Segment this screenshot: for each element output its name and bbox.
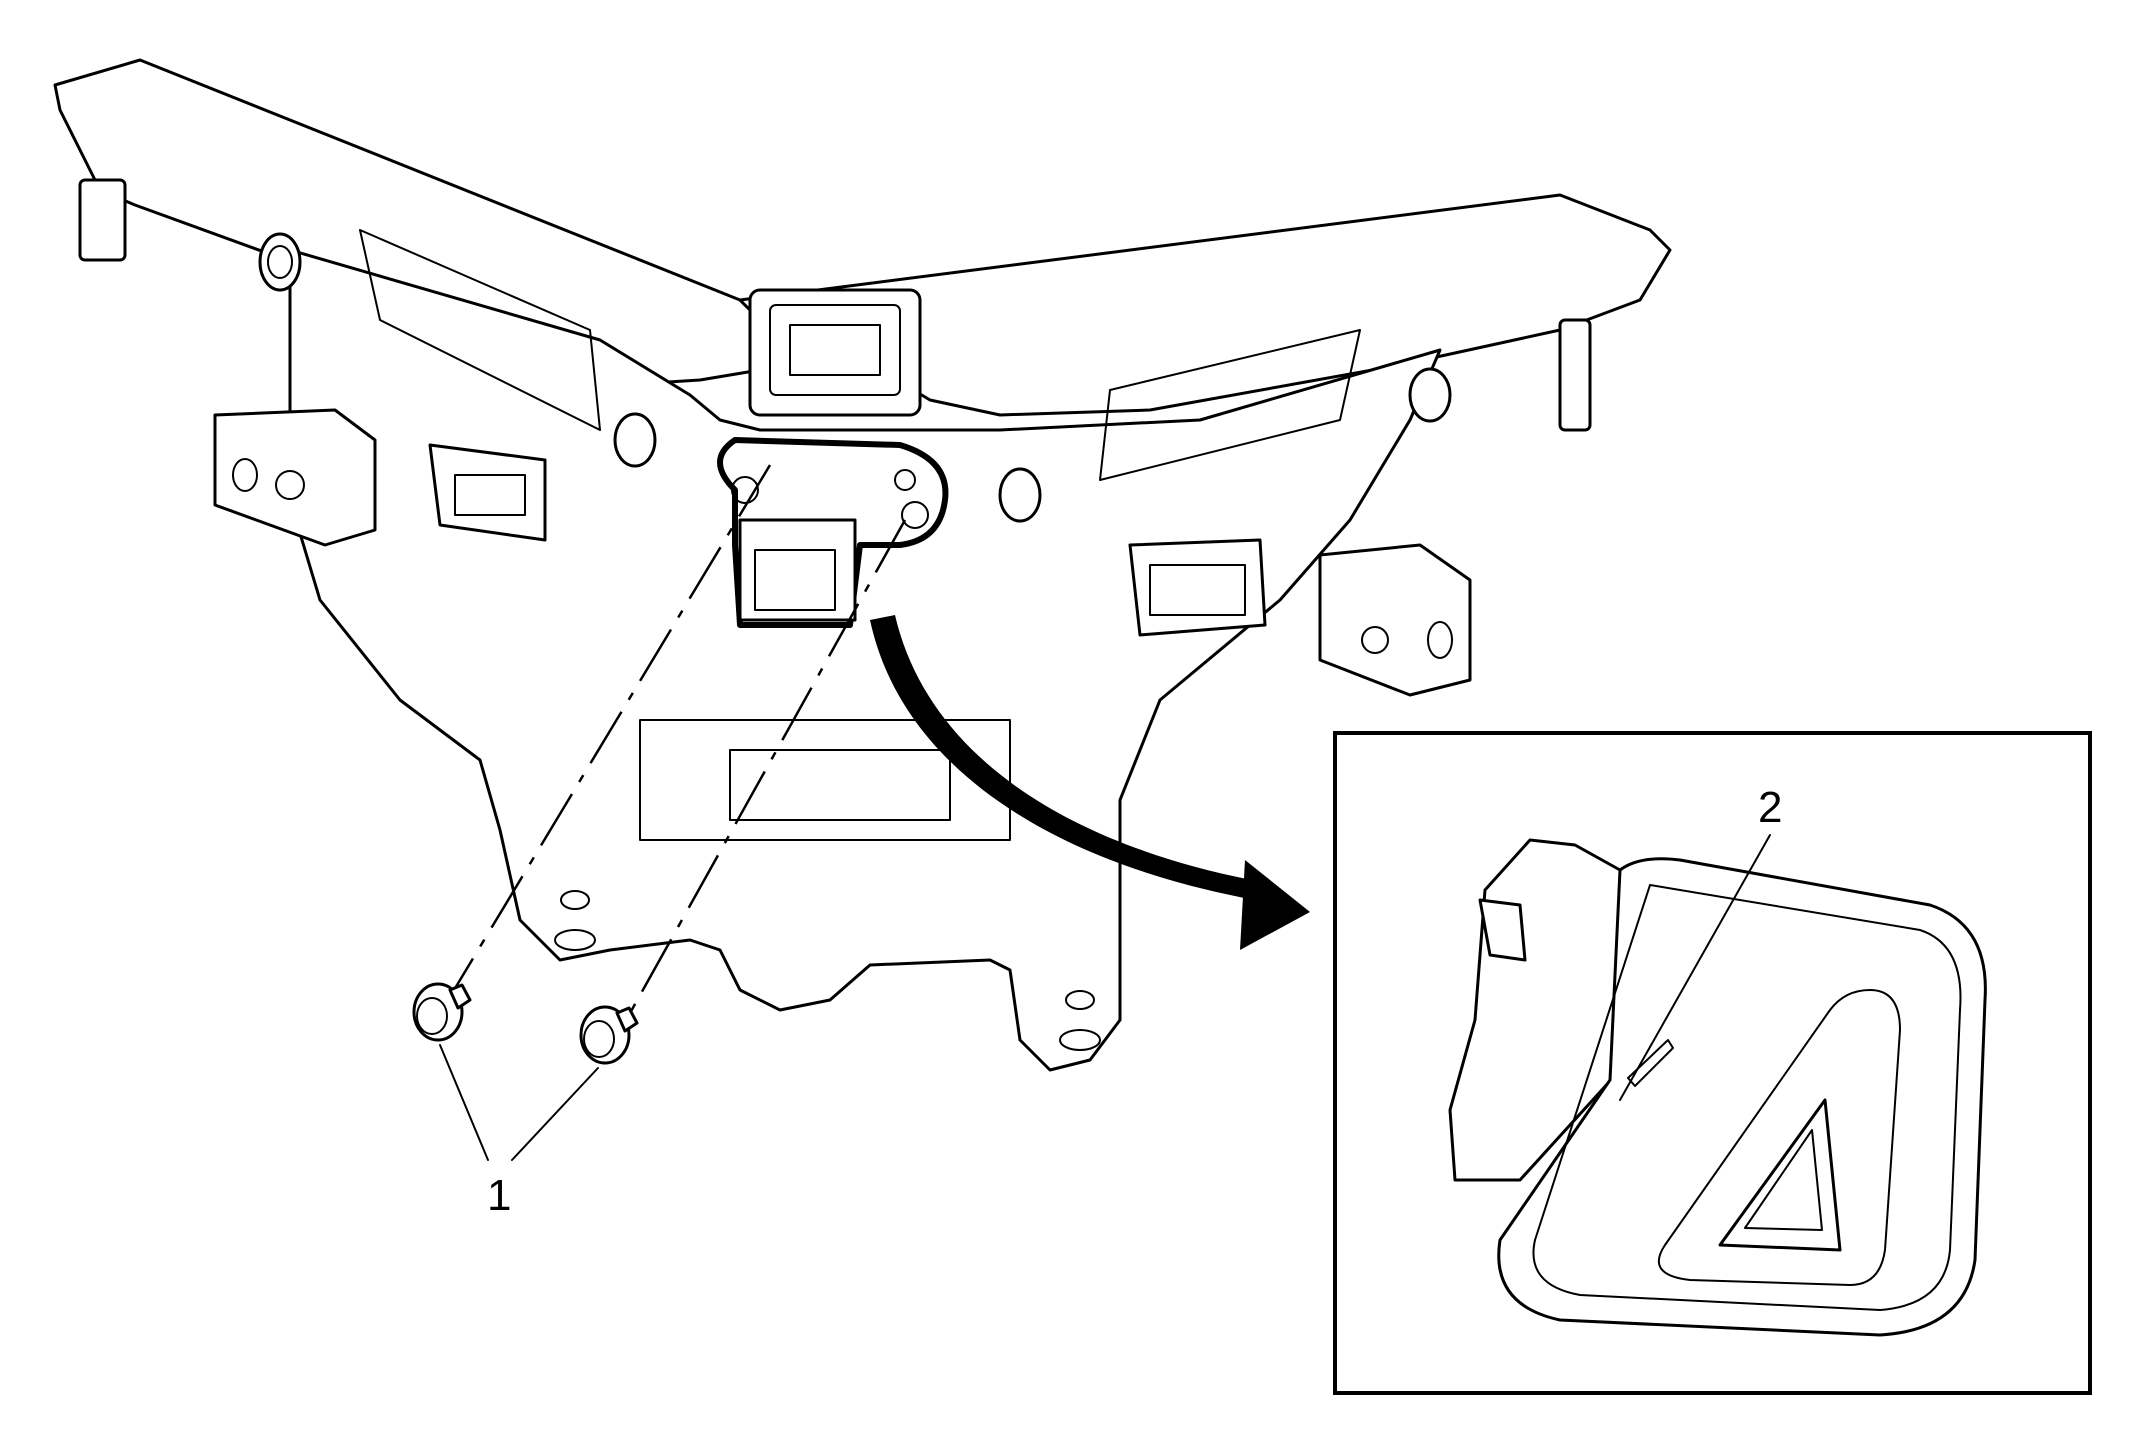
install-line-right: [613, 519, 907, 1041]
leader-line-1b: [511, 1067, 599, 1161]
hazard-switch-mount-highlight: [717, 437, 949, 628]
callout-1-label: 1: [487, 1171, 511, 1220]
fastener-icon: [412, 982, 472, 1042]
fastener-icon: [579, 1005, 639, 1065]
instrument-panel-bracket: [53, 58, 1672, 1072]
leader-line-2: [1619, 834, 1771, 1101]
hazard-switch-icon: [1448, 838, 1987, 1337]
install-line-left: [446, 464, 772, 1001]
leader-line-1a: [439, 1044, 489, 1161]
callout-2-label: 2: [1758, 783, 1782, 832]
arrow-icon: [870, 615, 1310, 950]
